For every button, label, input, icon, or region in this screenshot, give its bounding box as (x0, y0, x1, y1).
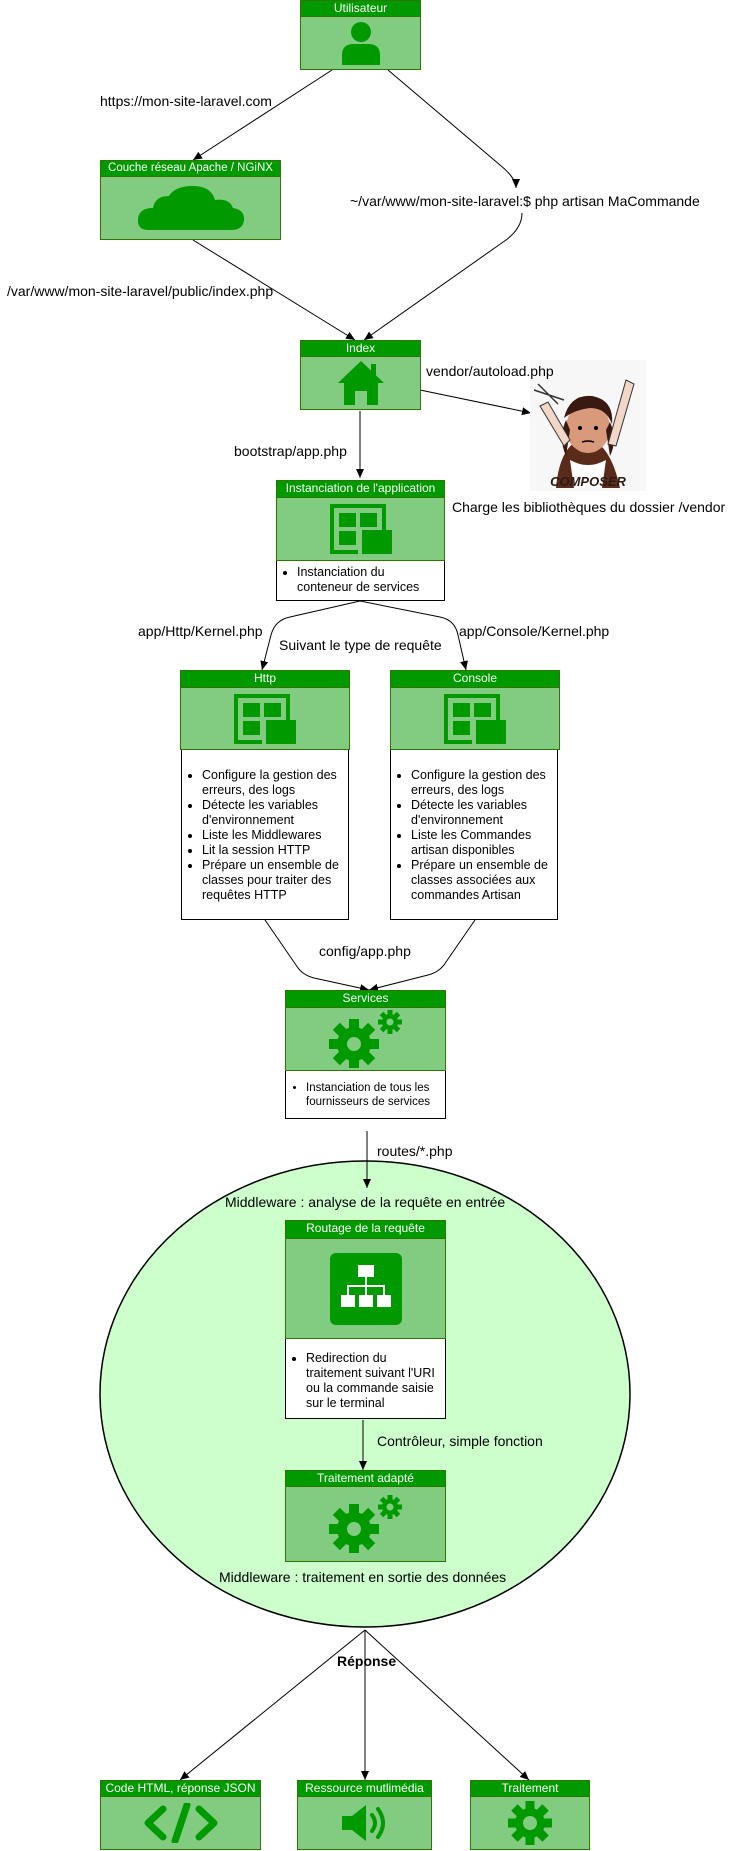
node-http-item: Configure la gestion des erreurs, des lo… (202, 768, 342, 798)
node-processing-title: Traitement adapté (285, 1470, 446, 1487)
node-http: Http Configure la gestion des erreurs, d… (180, 670, 350, 920)
user-icon (341, 22, 380, 65)
node-user-title: Utilisateur (300, 0, 421, 17)
node-http-title: Http (180, 670, 350, 688)
node-processing: Traitement adapté (285, 1470, 446, 1562)
node-index-body (300, 357, 421, 410)
layout-icon (444, 693, 506, 744)
label-controller: Contrôleur, simple fonction (377, 1433, 543, 1449)
node-out-media-body (297, 1797, 432, 1850)
label-cli: ~/var/www/mon-site-laravel:$ php artisan… (350, 193, 700, 209)
node-app-instance: Instanciation de l'application Instancia… (276, 480, 445, 601)
node-http-item: Prépare un ensemble de classes pour trai… (202, 858, 342, 903)
gears-icon (328, 1495, 402, 1553)
label-console-kernel: app/Console/Kernel.php (459, 623, 610, 639)
node-network-body (100, 177, 281, 240)
node-app-instance-item: Instanciation du conteneur de services (297, 565, 438, 595)
node-http-details: Configure la gestion des erreurs, des lo… (181, 750, 349, 920)
node-out-html: Code HTML, réponse JSON (100, 1780, 261, 1850)
home-icon (337, 361, 384, 405)
node-console-item: Détecte les variables d'environnement (411, 798, 551, 828)
node-console-title: Console (390, 670, 560, 688)
edge-console-services (368, 919, 476, 992)
node-http-item: Lit la session HTTP (202, 843, 342, 858)
label-middleware-out: Middleware : traitement en sortie des do… (219, 1569, 507, 1585)
node-out-media-title: Ressource mutlimédia (297, 1780, 432, 1797)
node-app-instance-details: Instanciation du conteneur de services (276, 561, 445, 601)
label-routes: routes/*.php (377, 1143, 453, 1159)
node-out-process-body (470, 1797, 590, 1850)
node-routing: Routage de la requête Redirection du tra… (285, 1220, 446, 1419)
node-user: Utilisateur (300, 0, 421, 70)
node-console-details: Configure la gestion des erreurs, des lo… (390, 750, 558, 920)
node-index: Index (300, 340, 421, 410)
composer-logo-text: COMPOSER (550, 474, 626, 489)
composer-illustration: COMPOSER (533, 379, 635, 489)
label-response: Réponse (337, 1653, 397, 1669)
edge-response-process (364, 1629, 530, 1781)
edge-cli-index (363, 212, 523, 341)
sitemap-icon (329, 1252, 402, 1325)
node-out-html-title: Code HTML, réponse JSON (100, 1780, 261, 1797)
node-services-details: Instanciation de tous les fournisseurs d… (285, 1071, 446, 1119)
node-http-body (180, 688, 350, 750)
edge-app-http (260, 600, 361, 671)
label-config: config/app.php (319, 943, 411, 959)
composer-logo: COMPOSER (530, 360, 646, 491)
node-services-item: Instanciation de tous les fournisseurs d… (306, 1081, 439, 1109)
node-network: Couche réseau Apache / NGiNX (100, 160, 281, 240)
label-url: https://mon-site-laravel.com (100, 93, 272, 109)
label-bootstrap: bootstrap/app.php (234, 443, 347, 459)
edge-response-html (179, 1629, 366, 1781)
gear-icon (508, 1801, 552, 1845)
layout-icon (234, 693, 296, 744)
label-composer-desc: Charge les bibliothèques du dossier /ven… (452, 499, 726, 515)
node-console-item: Configure la gestion des erreurs, des lo… (411, 768, 551, 798)
edge-http-services (264, 919, 370, 992)
node-console-body (390, 688, 560, 750)
node-out-process-title: Traitement (470, 1780, 590, 1797)
node-services-title: Services (285, 990, 446, 1008)
node-out-process: Traitement (470, 1780, 590, 1850)
label-autoload: vendor/autoload.php (426, 363, 554, 379)
node-app-instance-title: Instanciation de l'application (276, 480, 445, 498)
node-out-media: Ressource mutlimédia (297, 1780, 432, 1850)
edge-index-composer (419, 389, 532, 416)
node-http-item: Détecte les variables d'environnement (202, 798, 342, 828)
node-routing-title: Routage de la requête (285, 1220, 446, 1239)
node-out-html-body (100, 1797, 261, 1850)
label-http-kernel: app/Http/Kernel.php (138, 623, 263, 639)
edge-network-index (192, 239, 356, 341)
label-middleware-in: Middleware : analyse de la requête en en… (225, 1194, 506, 1210)
node-services: Services (285, 990, 446, 1119)
label-public-index: /var/www/mon-site-laravel/public/index.p… (7, 283, 274, 299)
edge-user-cli (387, 69, 520, 189)
node-app-instance-body (276, 498, 445, 561)
label-request-type: Suivant le type de requête (279, 637, 442, 653)
code-icon (144, 1803, 217, 1843)
layout-icon (329, 504, 392, 554)
node-user-body (300, 17, 421, 70)
gears-icon (328, 1010, 402, 1068)
node-console-item: Liste les Commandes artisan disponibles (411, 828, 551, 858)
node-routing-body (285, 1239, 446, 1339)
node-network-title: Couche réseau Apache / NGiNX (100, 160, 281, 177)
node-console-item: Prépare un ensemble de classes associées… (411, 858, 551, 903)
node-console: Console Configure la gestion des erreurs… (390, 670, 560, 920)
node-processing-body (285, 1487, 446, 1562)
edge-app-console (359, 600, 468, 671)
node-routing-details: Redirection du traitement suivant l'URI … (285, 1339, 446, 1419)
node-services-body (285, 1008, 446, 1071)
edge-user-network (192, 69, 333, 161)
speaker-icon (341, 1805, 385, 1841)
node-routing-item: Redirection du traitement suivant l'URI … (306, 1351, 439, 1411)
node-index-title: Index (300, 340, 421, 357)
node-http-item: Liste les Middlewares (202, 828, 342, 843)
cloud-icon (137, 186, 244, 230)
